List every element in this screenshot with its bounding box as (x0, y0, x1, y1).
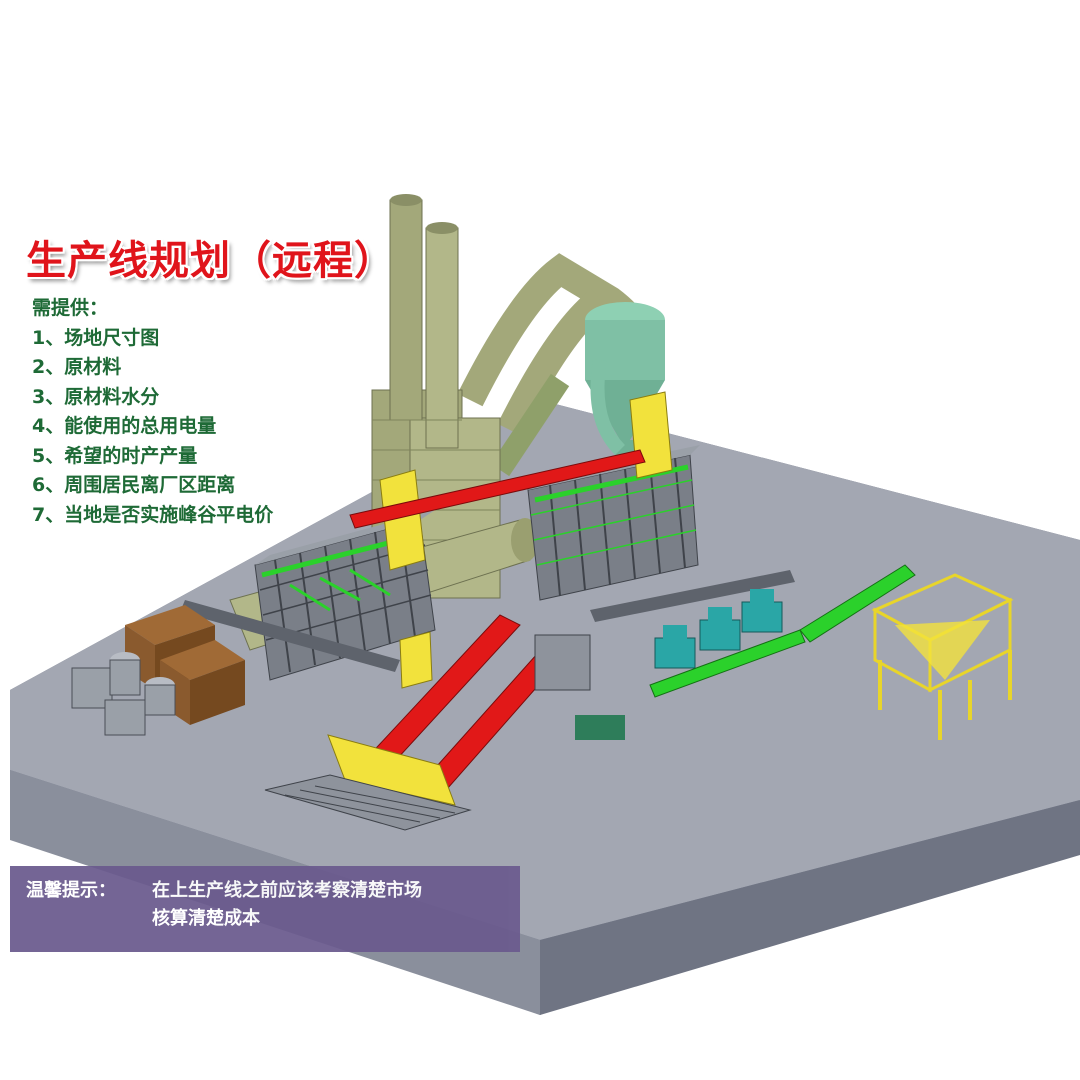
tip-text-line2: 核算清楚成本 (152, 908, 260, 929)
tip-text-line1: 在上生产线之前应该考察清楚市场 (152, 880, 422, 901)
pellet-mills (654, 589, 783, 669)
crusher (534, 634, 625, 740)
green-product-conveyor (649, 564, 916, 698)
storage-silo-frame (871, 573, 1014, 740)
floor-conveyors (180, 570, 795, 672)
requirement-item: 7、当地是否实施峰谷平电价 (32, 503, 274, 526)
requirement-item: 6、周围居民离厂区距离 (32, 474, 236, 496)
requirement-item: 2、原材料 (32, 356, 122, 378)
page-title: 生产线规划（远程） (26, 238, 395, 284)
overhead-red-conveyor (349, 449, 646, 529)
tip-banner: 温馨提示： 在上生产线之前应该考察清楚市场 核算清楚成本 (10, 866, 520, 952)
requirement-item: 3、原材料水分 (32, 385, 160, 408)
tip-label: 温馨提示： (26, 880, 116, 901)
inclined-red-conveyors (327, 614, 566, 806)
burners (71, 652, 176, 736)
requirements-list: 需提供： 1、场地尺寸图 2、原材料 3、原材料水分 4、能使用的总用电量 5、… (32, 294, 273, 530)
feeding-pit (264, 774, 472, 831)
requirement-item: 1、场地尺寸图 (32, 326, 160, 349)
requirements-heading: 需提供： (32, 297, 109, 319)
requirement-item: 4、能使用的总用电量 (32, 415, 217, 437)
requirement-item: 5、希望的时产产量 (32, 444, 198, 467)
